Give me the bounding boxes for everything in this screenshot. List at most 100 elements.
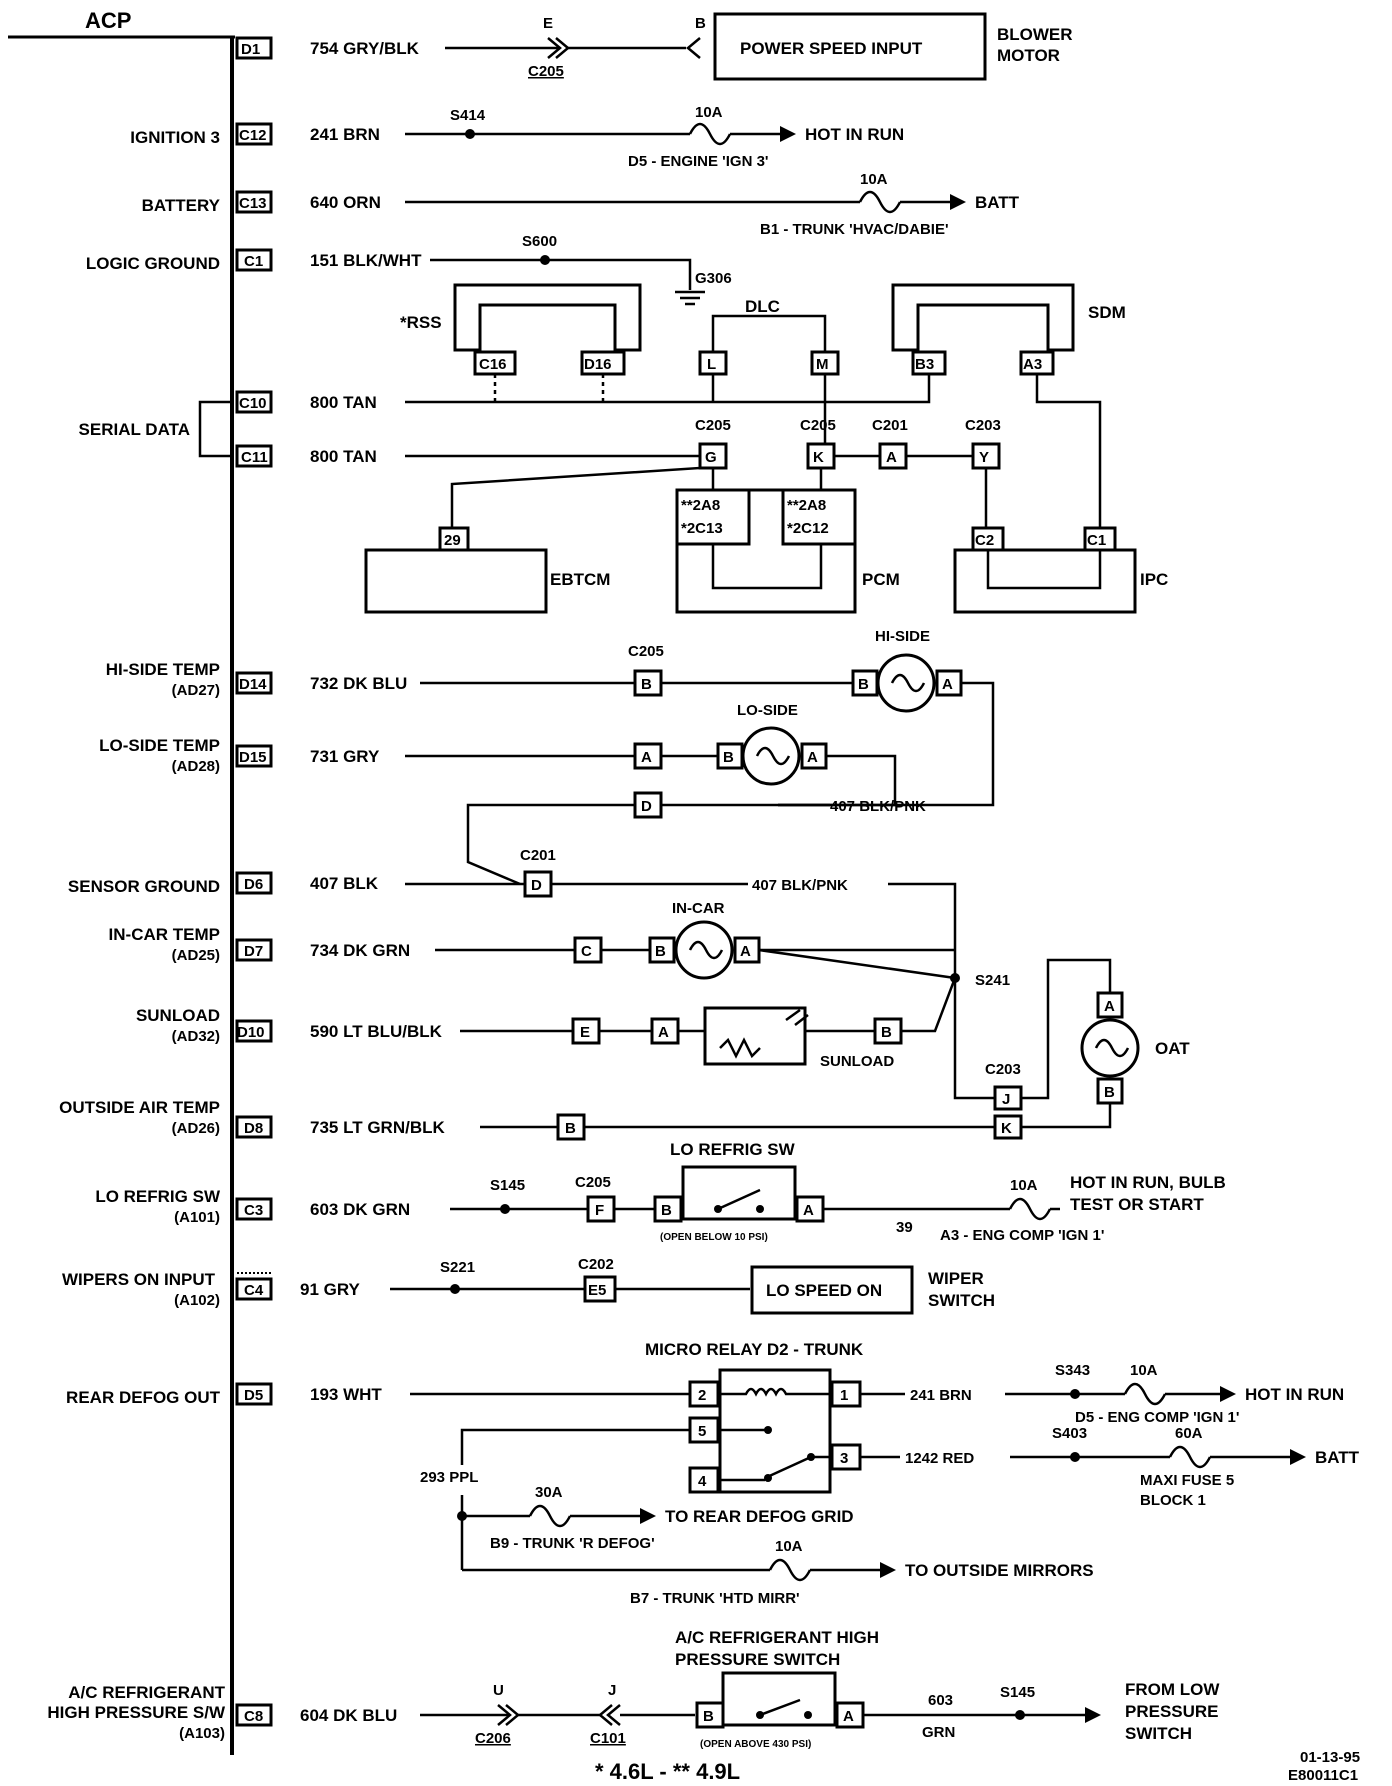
svg-text:D16: D16 [584, 356, 612, 373]
svg-text:D14: D14 [239, 676, 267, 693]
svg-text:(AD26): (AD26) [172, 1120, 220, 1137]
svg-text:A: A [1104, 998, 1115, 1015]
svg-text:D15: D15 [239, 749, 267, 766]
svg-text:29: 29 [444, 532, 461, 549]
svg-text:B: B [1104, 1084, 1115, 1101]
svg-text:5: 5 [698, 1423, 706, 1440]
svg-text:HI-SIDE: HI-SIDE [875, 628, 930, 645]
svg-text:D5: D5 [244, 1387, 263, 1404]
svg-text:S403: S403 [1052, 1425, 1087, 1442]
svg-text:TO OUTSIDE MIRRORS: TO OUTSIDE MIRRORS [905, 1561, 1094, 1580]
svg-text:C205: C205 [575, 1174, 611, 1191]
svg-text:C1: C1 [244, 253, 263, 270]
svg-text:590 LT BLU/BLK: 590 LT BLU/BLK [310, 1022, 443, 1041]
svg-text:800 TAN: 800 TAN [310, 393, 377, 412]
svg-text:800 TAN: 800 TAN [310, 447, 377, 466]
svg-text:C11: C11 [241, 449, 268, 466]
svg-text:A/C REFRIGERANT: A/C REFRIGERANT [68, 1683, 225, 1702]
svg-text:BLOWER: BLOWER [997, 25, 1073, 44]
svg-text:E: E [580, 1024, 590, 1041]
svg-text:A: A [641, 749, 652, 766]
svg-text:S414: S414 [450, 107, 486, 124]
svg-text:G: G [705, 449, 717, 466]
serial-data: SERIAL DATA C10 800 TAN C11 800 TAN *RSS… [79, 283, 1168, 614]
svg-text:C203: C203 [965, 417, 1001, 434]
svg-text:U: U [493, 1682, 504, 1699]
svg-text:A: A [740, 943, 751, 960]
row-c8: A/C REFRIGERANT HIGH PRESSURE S/W (A103)… [47, 1628, 1220, 1750]
svg-text:193 WHT: 193 WHT [310, 1385, 382, 1404]
svg-text:C201: C201 [520, 847, 556, 864]
svg-text:A: A [658, 1024, 669, 1041]
svg-text:SUNLOAD: SUNLOAD [820, 1053, 894, 1070]
row-c13: BATTERY C13 640 ORN 10A BATT B1 - TRUNK … [142, 171, 1020, 238]
svg-text:B7 - TRUNK 'HTD MIRR': B7 - TRUNK 'HTD MIRR' [630, 1590, 800, 1607]
svg-text:A: A [942, 676, 953, 693]
svg-text:G306: G306 [695, 270, 732, 287]
svg-text:IN-CAR: IN-CAR [672, 900, 725, 917]
svg-text:BLOCK 1: BLOCK 1 [1140, 1492, 1206, 1509]
svg-text:407 BLK/PNK: 407 BLK/PNK [752, 877, 848, 894]
svg-text:(AD28): (AD28) [172, 758, 220, 775]
svg-text:SWITCH: SWITCH [1125, 1724, 1192, 1743]
svg-text:D8: D8 [244, 1120, 263, 1137]
svg-text:B: B [565, 1120, 576, 1137]
svg-text:241 BRN: 241 BRN [910, 1387, 972, 1404]
acp-title: ACP [85, 8, 131, 33]
svg-text:S241: S241 [975, 972, 1010, 989]
svg-text:151 BLK/WHT: 151 BLK/WHT [310, 251, 422, 270]
svg-text:B: B [655, 943, 666, 960]
svg-text:TEST OR START: TEST OR START [1070, 1195, 1204, 1214]
svg-text:30A: 30A [535, 1484, 563, 1501]
svg-text:10A: 10A [775, 1538, 803, 1555]
svg-text:J: J [1002, 1091, 1010, 1108]
svg-text:C12: C12 [239, 127, 267, 144]
svg-text:D5 - ENGINE 'IGN 3': D5 - ENGINE 'IGN 3' [628, 153, 769, 170]
svg-text:C16: C16 [479, 356, 507, 373]
row-d6: SENSOR GROUND D6 407 BLK C201 D 407 BLK/… [68, 847, 957, 978]
svg-text:D: D [531, 877, 542, 894]
svg-text:(OPEN BELOW 10 PSI): (OPEN BELOW 10 PSI) [660, 1232, 768, 1243]
svg-text:A3: A3 [1023, 356, 1042, 373]
svg-text:732 DK BLU: 732 DK BLU [310, 674, 407, 693]
svg-text:S343: S343 [1055, 1362, 1090, 1379]
svg-text:S145: S145 [1000, 1684, 1035, 1701]
svg-text:S600: S600 [522, 233, 557, 250]
svg-text:D1: D1 [241, 41, 260, 58]
row-c1: LOGIC GROUND C1 151 BLK/WHT S600 G306 [86, 233, 732, 306]
svg-text:293 PPL: 293 PPL [420, 1469, 478, 1486]
svg-text:39: 39 [896, 1219, 913, 1236]
svg-text:E: E [543, 15, 553, 32]
svg-text:C205: C205 [800, 417, 836, 434]
svg-text:D6: D6 [244, 876, 263, 893]
svg-text:SERIAL DATA: SERIAL DATA [79, 420, 190, 439]
svg-text:M: M [816, 356, 829, 373]
svg-text:(A101): (A101) [174, 1209, 220, 1226]
svg-text:BATT: BATT [1315, 1448, 1360, 1467]
svg-text:10A: 10A [1010, 1177, 1038, 1194]
svg-text:C205: C205 [695, 417, 731, 434]
svg-text:GRN: GRN [922, 1724, 955, 1741]
svg-text:A: A [886, 449, 897, 466]
svg-text:B: B [695, 15, 706, 32]
svg-text:OAT: OAT [1155, 1039, 1190, 1058]
svg-text:HIGH PRESSURE S/W: HIGH PRESSURE S/W [47, 1703, 226, 1722]
svg-text:S145: S145 [490, 1177, 525, 1194]
svg-text:*2C12: *2C12 [787, 520, 829, 537]
svg-text:C10: C10 [239, 395, 267, 412]
row-d5: REAR DEFOG OUT D5 193 WHT MICRO RELAY D2… [66, 1340, 1360, 1607]
svg-text:IGNITION 3: IGNITION 3 [130, 128, 220, 147]
svg-text:MAXI FUSE 5: MAXI FUSE 5 [1140, 1472, 1234, 1489]
svg-text:91 GRY: 91 GRY [300, 1280, 361, 1299]
svg-text:MICRO RELAY D2 - TRUNK: MICRO RELAY D2 - TRUNK [645, 1340, 864, 1359]
svg-text:C202: C202 [578, 1256, 614, 1273]
row-d7: IN-CAR TEMP (AD25) D7 734 DK GRN C IN-CA… [109, 900, 1011, 989]
engine-note: * 4.6L - ** 4.9L [595, 1759, 740, 1784]
svg-text:D: D [641, 798, 652, 815]
svg-text:D10: D10 [237, 1024, 265, 1041]
svg-text:754 GRY/BLK: 754 GRY/BLK [310, 39, 420, 58]
svg-text:A: A [803, 1202, 814, 1219]
svg-text:10A: 10A [695, 104, 723, 121]
svg-text:BATTERY: BATTERY [142, 196, 221, 215]
svg-text:E5: E5 [588, 1282, 606, 1299]
